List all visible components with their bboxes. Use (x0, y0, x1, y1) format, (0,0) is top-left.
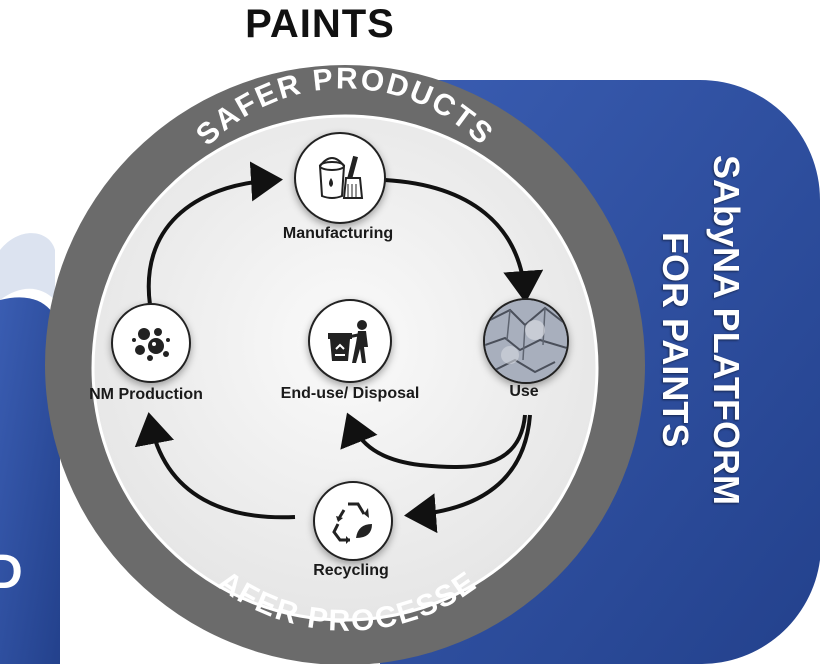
use-node (483, 298, 569, 384)
recycle-leaf-icon (332, 502, 372, 544)
recycling-node (313, 481, 393, 561)
partial-left-text: D (0, 546, 23, 599)
left-light-shape (0, 233, 55, 300)
platform-title-line1: SAbyNA PLATFORM (706, 155, 747, 505)
arrow-use-to-recycling (404, 414, 532, 534)
trash-disposal-icon (328, 320, 368, 363)
arrow-manufacturing-to-use (384, 178, 544, 303)
paint-bucket-brush-icon (318, 155, 364, 199)
recycling-label: Recycling (313, 562, 389, 579)
nm-production-label: NM Production (89, 386, 203, 403)
page-title: PAINTS (245, 2, 395, 46)
use-label: Use (509, 383, 539, 400)
nm-production-node (111, 303, 191, 383)
arrow-recycling-to-nm (134, 412, 296, 520)
left-blue-shape (0, 297, 60, 664)
disposal-label: End-use/ Disposal (280, 385, 420, 402)
cracked-paint-image (485, 300, 567, 382)
nanoparticles-icon (132, 328, 170, 361)
arrow-nm-to-manufacturing (146, 161, 283, 306)
arrow-use-to-disposal (340, 412, 527, 470)
disposal-node (308, 299, 392, 383)
platform-title-line2: FOR PAINTS (655, 232, 696, 448)
manufacturing-node (294, 132, 386, 224)
manufacturing-label: Manufacturing (282, 225, 394, 242)
